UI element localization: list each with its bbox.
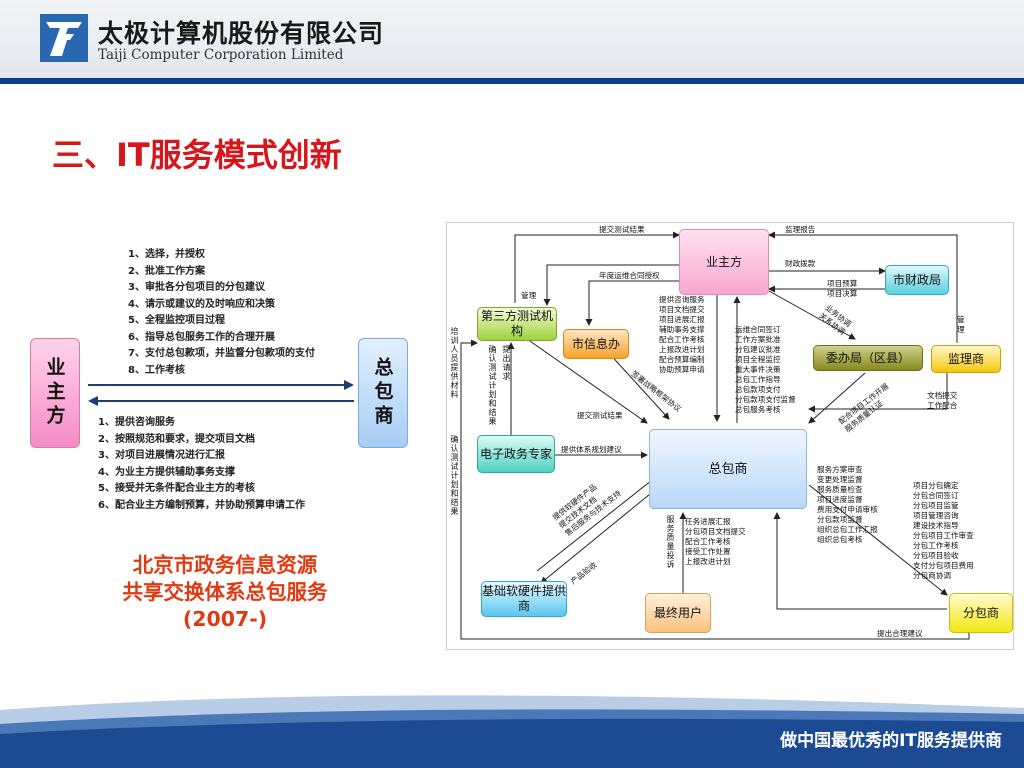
label-sub-tasks: 项目分包确定 分包合同签订 分包项目监管 项目管理咨询 建设技术指导 分包项目工… [913, 481, 974, 580]
node-finance: 市财政局 [885, 265, 949, 295]
node-third-party: 第三方测试机构 [477, 307, 557, 341]
owner-responsibilities-list: 1、选择，并授权 2、批准工作方案 3、审批各分包项目的分包建议 4、请示或建议… [128, 247, 315, 379]
label-fiscal: 财政拨款 [785, 259, 816, 268]
contractor-responsibilities-list: 1、提供咨询服务 2、按照规范和要求，提交项目文档 3、对项目进展情况进行汇报 … [98, 415, 305, 514]
label-supervision-report: 监理报告 [785, 225, 816, 234]
list-item: 2、按照规范和要求，提交项目文档 [98, 433, 255, 445]
contractor-box: 总包商 [358, 338, 408, 448]
label-budget: 项目预算 项目决算 [827, 279, 858, 298]
node-committee: 委办局（区县） [813, 345, 923, 371]
left-arrows [88, 380, 354, 406]
node-end-user: 最终用户 [645, 593, 711, 633]
node-contractor: 总包商 [649, 429, 807, 509]
label-doc-submit: 文档提交 工作配合 [927, 391, 958, 410]
node-subcontractor: 分包商 [949, 593, 1013, 633]
list-item: 4、为业主方提供辅助事务支撑 [98, 466, 235, 478]
list-item: 5、接受并无条件配合业主方的考核 [98, 483, 255, 494]
owner-box: 业主方 [30, 338, 80, 448]
list-item: 7、支付总包款项，并监督分包款项的支付 [128, 348, 315, 359]
flow-connectors [460, 231, 970, 640]
caption-line: 共享交换体系总包服务 [122, 580, 328, 604]
label-manage-left: 管理 [521, 291, 537, 300]
taiji-logo-icon [40, 14, 88, 62]
label-manage-right: 管理 [957, 315, 965, 334]
header [0, 0, 1024, 78]
label-owner-duties: 运维合同签订 工作方案批准 分包建议批准 项目全程监控 重大事件决策 总包工作指… [735, 325, 796, 414]
node-supplier: 基础软硬件提供商 [481, 581, 567, 617]
node-egov-expert: 电子政务专家 [477, 435, 555, 473]
caption-line: (2007-) [182, 607, 268, 631]
label-supervisor-tasks: 服务方案审查 变更处理监督 服务质量检查 项目进度监督 费用支付申请审核 分包款… [817, 465, 878, 544]
list-item: 6、指导总包服务工作的合理开展 [128, 331, 275, 343]
company-name-cn: 太极计算机股份有限公司 [98, 19, 385, 48]
list-item: 1、提供咨询服务 [98, 417, 175, 428]
list-item: 8、工作考核 [128, 364, 185, 376]
list-item: 3、对项目进展情况进行汇报 [98, 450, 225, 461]
list-item: 2、批准工作方案 [128, 265, 205, 277]
label-confirm-left: 确认测试计划和结果 [450, 435, 459, 516]
label-egov-advice: 提供体系规划建议 [561, 445, 622, 454]
label-confirm-plan: 确认测试计划和结果 [488, 345, 497, 426]
slide-title: 三、IT服务模式创新 [52, 136, 342, 174]
company-name-en: Taiji Computer Corporation Limited [98, 47, 344, 63]
label-suggestion: 提出合理建议 [877, 629, 923, 638]
list-item: 5、全程监控项目过程 [128, 315, 225, 326]
footer-wave [0, 695, 1024, 768]
project-caption: 北京市政务信息资源 共享交换体系总包服务 (2007-) [80, 552, 370, 633]
service-flow-diagram: 业主方 市财政局 第三方测试机构 市信息办 委办局（区县） 监理商 电子政务专家… [446, 222, 1014, 650]
node-info-office: 市信息办 [563, 329, 629, 359]
label-submit-test-top: 提交测试结果 [599, 225, 645, 234]
label-owner-services: 提供咨询服务 项目文档提交 项目进展汇报 辅助事务支撑 配合工作考核 上报改进计… [659, 295, 705, 374]
node-owner: 业主方 [679, 229, 769, 295]
list-item: 4、请示或建议的及时响应和决策 [128, 298, 275, 310]
label-submit-test-mid: 提交测试结果 [577, 411, 623, 420]
label-training: 培训人员提供材料 [450, 327, 459, 399]
header-divider [0, 78, 1024, 84]
caption-line: 北京市政务信息资源 [132, 553, 318, 577]
label-request: 提出请求 [502, 345, 511, 381]
node-supervisor: 监理商 [931, 345, 1001, 373]
list-item: 3、审批各分包项目的分包建议 [128, 282, 265, 293]
list-item: 6、配合业主方编制预算，并协助预算申请工作 [98, 499, 305, 511]
footer-slogan: 做中国最优秀的IT服务提供商 [780, 731, 1002, 751]
label-user-tasks: 任务进展汇报 分包项目文档提交 配合工作考核 接受工作处置 上报改进计划 [685, 517, 746, 566]
list-item: 1、选择，并授权 [128, 249, 205, 260]
label-complaint: 服务质量投诉 [666, 515, 675, 569]
label-annual: 年度运维合同授权 [599, 271, 660, 280]
